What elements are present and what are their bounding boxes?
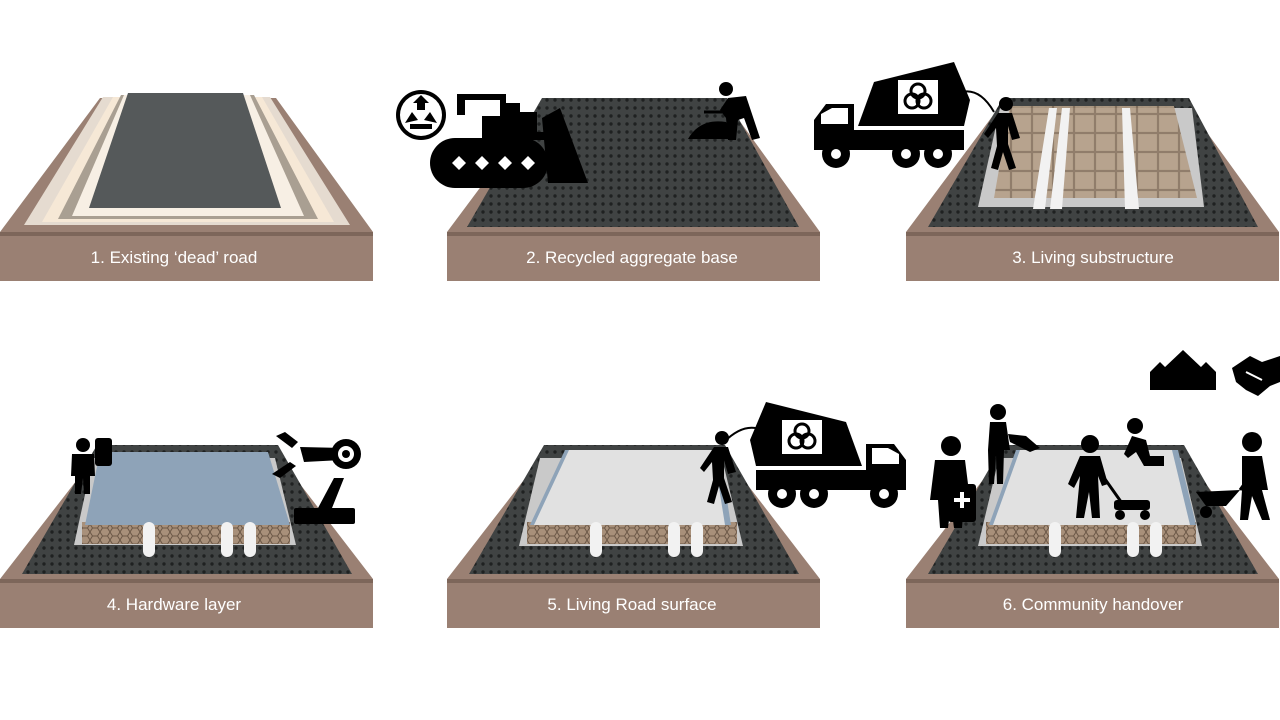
mixer-truck-biohazard-icon	[748, 400, 908, 510]
living-surface	[534, 450, 725, 525]
handshake-icon	[1232, 356, 1280, 396]
cell-grid	[994, 106, 1197, 198]
recycle-icon	[396, 90, 446, 140]
person-planting-icon	[1124, 418, 1164, 466]
step-4-hardware-layer: 4. Hardware layer	[0, 445, 373, 628]
person-first-aid-icon	[930, 436, 976, 528]
step-label: 1. Existing ‘dead’ road	[91, 248, 258, 267]
bulldozer-icon	[430, 94, 588, 188]
person-watering-icon	[988, 404, 1040, 484]
houses-icon	[1150, 350, 1216, 390]
step-label: 3. Living substructure	[1012, 248, 1174, 267]
spray-hose	[961, 90, 995, 113]
person-mowing-icon	[1068, 435, 1150, 520]
mixer-truck-biohazard-icon	[812, 60, 972, 170]
step-1-existing-road: 1. Existing ‘dead’ road	[0, 93, 373, 281]
technician-icon	[71, 438, 112, 494]
worker-shoveling-icon	[688, 82, 760, 140]
step-label: 6. Community handover	[1003, 595, 1184, 614]
asphalt-surface	[89, 93, 281, 208]
person-wheelbarrow-icon	[1196, 432, 1270, 520]
robot-arm-icon	[272, 432, 361, 524]
step-label: 5. Living Road surface	[547, 595, 716, 614]
step-label: 2. Recycled aggregate base	[526, 248, 738, 267]
hardware-panel	[85, 452, 290, 525]
step-label: 4. Hardware layer	[107, 595, 242, 614]
